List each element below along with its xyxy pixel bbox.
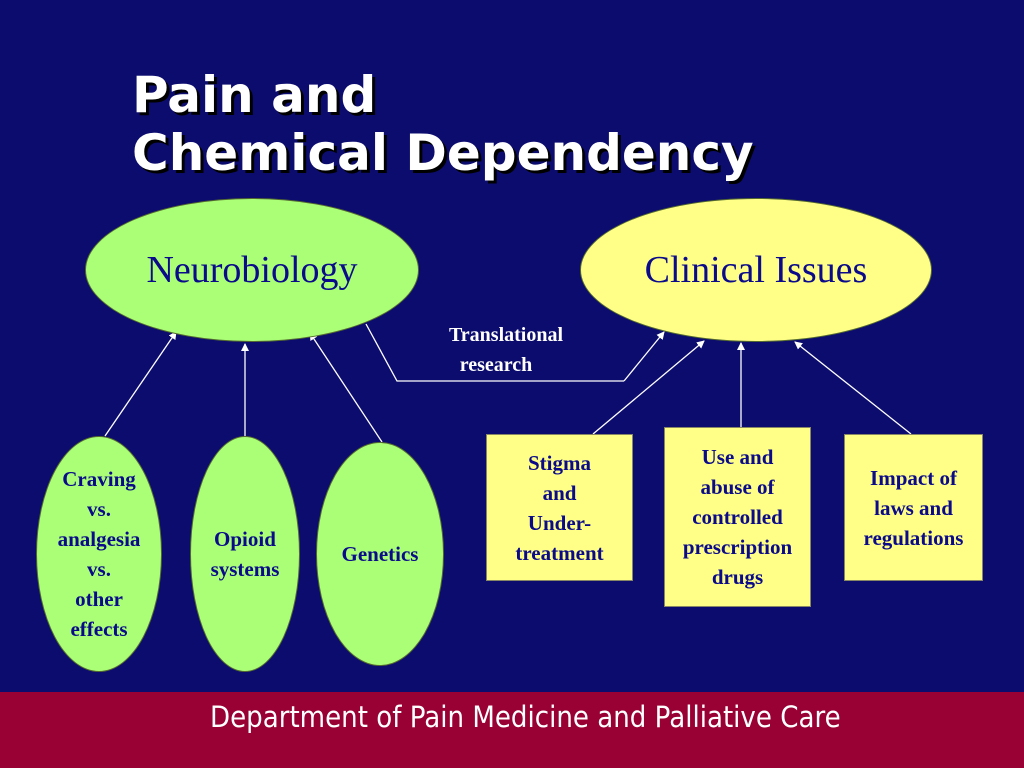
- translational-line: Translational: [448, 324, 564, 346]
- use-abuse-line: abuse of: [700, 475, 775, 499]
- translational-connector: [365, 323, 624, 382]
- use-abuse-line: controlled: [692, 505, 783, 529]
- use-abuse-box: Use and abuse of controlled prescription…: [664, 427, 811, 607]
- craving-line: analgesia: [57, 527, 141, 551]
- arrow-translational-to-clinical: [623, 331, 665, 382]
- craving-node: Craving vs. analgesia vs. other effects: [36, 436, 162, 672]
- title-line-1: Pain and: [132, 66, 377, 124]
- use-abuse-line: drugs: [711, 565, 764, 589]
- arrow-craving-to-neurobiology: [104, 331, 177, 437]
- use-abuse-line: Use and: [701, 445, 774, 469]
- clinical-issues-node: Clinical Issues: [580, 198, 932, 342]
- impact-box: Impact of laws and regulations: [844, 434, 983, 581]
- opioid-systems-node: Opioid systems: [190, 436, 300, 672]
- use-abuse-line: prescription: [682, 535, 793, 559]
- craving-line: other: [75, 587, 123, 611]
- stigma-line: Under-: [527, 510, 592, 535]
- craving-line: vs.: [87, 497, 111, 521]
- neurobiology-label: Neurobiology: [146, 249, 358, 291]
- arrow-genetics-to-neurobiology: [309, 332, 383, 443]
- opioid-line: Opioid: [214, 527, 276, 551]
- genetics-label: Genetics: [341, 542, 419, 566]
- impact-line: Impact of: [870, 465, 957, 490]
- craving-line: Craving: [62, 467, 136, 491]
- impact-line: laws and: [874, 495, 953, 520]
- stigma-box: Stigma and Under- treatment: [486, 434, 633, 581]
- translational-line: research: [459, 354, 533, 376]
- stigma-line: treatment: [515, 540, 604, 565]
- translational-research-label: Translational research: [426, 320, 586, 380]
- slide-title: Pain and Chemical Dependency: [132, 66, 754, 182]
- title-line-2: Chemical Dependency: [132, 124, 754, 182]
- clinical-issues-label: Clinical Issues: [644, 249, 868, 291]
- craving-line: effects: [70, 617, 128, 641]
- footer-band: [0, 692, 1024, 768]
- opioid-line: systems: [210, 557, 280, 581]
- arrow-impact-to-clinical: [794, 341, 912, 435]
- footer-department: Department of Pain Medicine and Palliati…: [210, 700, 841, 734]
- genetics-node: Genetics: [316, 442, 444, 666]
- craving-line: vs.: [87, 557, 111, 581]
- stigma-line: and: [542, 480, 577, 505]
- impact-line: regulations: [863, 525, 964, 550]
- arrow-stigma-to-clinical: [592, 340, 705, 435]
- stigma-line: Stigma: [528, 450, 591, 475]
- neurobiology-node: Neurobiology: [85, 198, 419, 342]
